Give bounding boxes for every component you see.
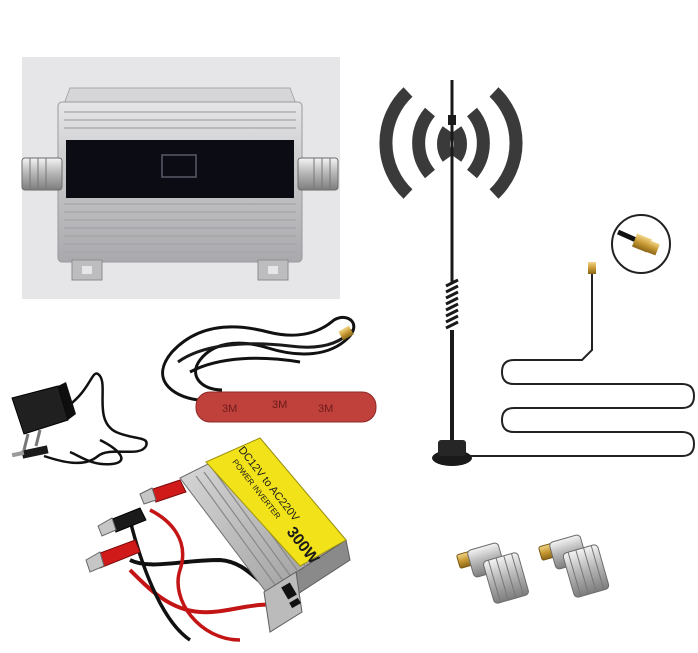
repeater-display <box>66 140 294 198</box>
adhesive-mark-1: 3M <box>222 403 237 415</box>
repeater-port-right <box>297 157 339 191</box>
antenna-coax-cable <box>470 268 696 457</box>
omni-whip-antenna <box>432 80 472 466</box>
signal-repeater <box>21 57 340 299</box>
patch-antenna: 3M 3M 3M <box>161 315 377 423</box>
adhesive-mark-3: 3M <box>318 403 333 415</box>
power-inverter: DC12V to AC220V POWER INVERTER 300W <box>85 437 351 642</box>
antenna-sma-connector <box>588 262 596 274</box>
power-adapter <box>11 372 148 466</box>
patch-antenna-body <box>195 391 377 423</box>
battery-clip-red-1 <box>85 539 141 573</box>
signal-waves-icon <box>379 87 523 199</box>
n-type-adapter-right <box>538 534 610 598</box>
repeater-port-left <box>21 157 63 191</box>
battery-clip-red-2 <box>139 479 187 505</box>
sma-connector-zoom <box>611 214 671 274</box>
battery-clip-black <box>97 507 147 537</box>
adhesive-mark-2: 3M <box>272 399 287 411</box>
n-type-adapter-left <box>456 542 529 604</box>
